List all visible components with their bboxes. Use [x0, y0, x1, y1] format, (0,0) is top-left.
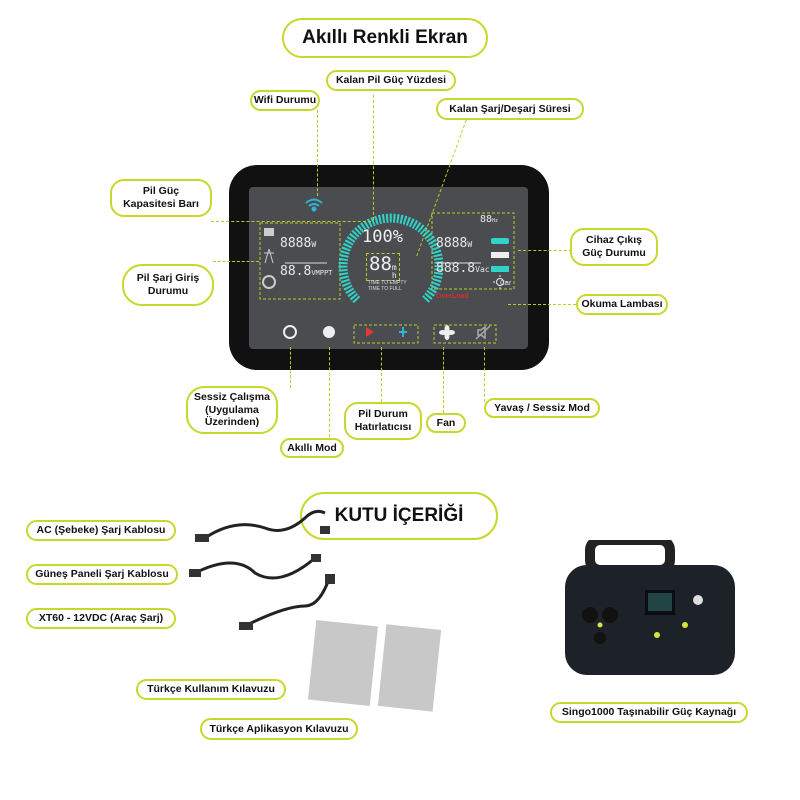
wifi-icon: [305, 198, 323, 212]
minute-unit: m: [391, 263, 397, 272]
box-section-title: KUTU İÇERİĞİ: [300, 492, 498, 540]
output-watts-unit: W: [467, 240, 473, 249]
time-to-empty: TIME TO EMPTY: [368, 280, 407, 286]
overload-indicator: OverLoad: [436, 293, 469, 300]
output-watts: 8888: [436, 236, 468, 251]
callout-output-status: Cihaz Çıkış Güç Durumu: [570, 228, 658, 266]
callout-fan: Fan: [426, 413, 466, 433]
output-volts: 888.8: [436, 261, 476, 276]
input-volts: 88.8: [280, 264, 312, 279]
callout-battery-reminder: Pil Durum Hatırlatıcısı: [344, 402, 422, 440]
callout-battery-percent: Kalan Pil Güç Yüzdesi: [326, 70, 456, 91]
input-watts: 8888: [280, 236, 312, 251]
frequency-unit: Hz: [492, 218, 499, 224]
callout-remaining-time: Kalan Şarj/Deşarj Süresi: [436, 98, 584, 120]
output-volts-unit: Vac: [475, 265, 490, 274]
lamp-icon: [493, 275, 507, 289]
callout-smart-mode: Akıllı Mod: [280, 438, 344, 458]
box-item-ac-cable: AC (Şebeke) Şarj Kablosu: [26, 520, 176, 541]
hour-unit: h: [391, 271, 397, 280]
silent-app-icon: [283, 325, 297, 339]
input-watts-unit: W: [311, 240, 317, 249]
callout-capacity-bar: Pil Güç Kapasitesi Barı: [110, 179, 212, 217]
battery-percent: 100%: [362, 227, 403, 247]
smart-mode-icon: [323, 326, 335, 338]
callout-reading-lamp: Okuma Lambası: [576, 294, 668, 315]
cables-illustration: [189, 509, 335, 630]
battery-cold-icon: [399, 327, 407, 337]
battery-hot-icon: [366, 327, 374, 337]
usb-a-icon: [491, 252, 509, 258]
time-to-full: TIME TO FULL: [368, 286, 402, 292]
screen-section-title: Akıllı Renkli Ekran: [282, 18, 488, 58]
smart-display-illustration: [229, 165, 549, 370]
input-volts-unit: VMPPT: [311, 269, 333, 277]
box-item-solar-cable: Güneş Paneli Şarj Kablosu: [26, 564, 178, 585]
callout-charge-input: Pil Şarj Giriş Durumu: [122, 264, 214, 306]
mute-icon: [475, 325, 491, 340]
callout-silent-app: Sessiz Çalışma (Uygulama Üzerinden): [186, 386, 278, 434]
callout-wifi: Wifi Durumu: [250, 90, 320, 111]
frequency: 88: [480, 214, 493, 225]
fan-icon: [439, 325, 455, 340]
car-label: Car: [500, 280, 512, 287]
box-item-app-manual: Türkçe Aplikasyon Kılavuzu: [200, 718, 358, 740]
box-item-car-cable: XT60 - 12VDC (Araç Şarj): [26, 608, 176, 629]
product-name: Singo1000 Taşınabilir Güç Kaynağı: [550, 702, 748, 723]
box-item-user-manual: Türkçe Kullanım Kılavuzu: [136, 679, 286, 700]
qc-usb-icon: [491, 266, 509, 272]
grid-tower-icon: [264, 248, 274, 264]
power-station-illustration: [565, 540, 735, 675]
callout-slow-silent: Yavaş / Sessiz Mod: [484, 398, 600, 418]
generator-icon: [262, 275, 276, 289]
remaining-time: 88: [369, 253, 392, 275]
solar-icon: [264, 228, 274, 236]
usb-c-icon: [491, 238, 509, 244]
manuals-illustration: [307, 619, 442, 712]
battery-gauge-arc: [338, 213, 444, 304]
